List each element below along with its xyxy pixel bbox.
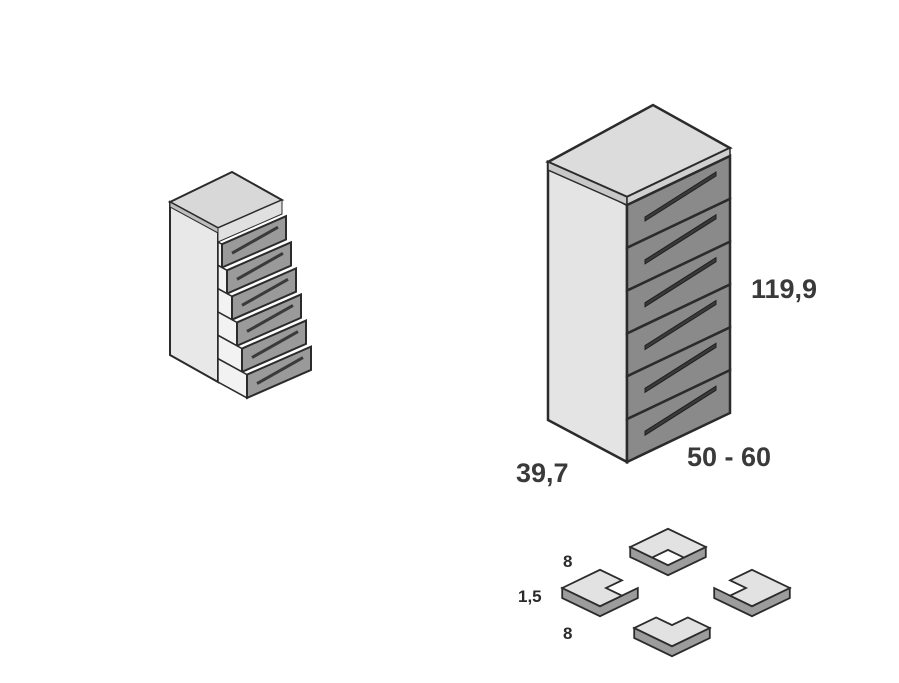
drawer-handle — [241, 278, 289, 307]
foot-top — [632, 616, 712, 648]
foot-size-top-label: 8 — [563, 552, 572, 571]
chest-large-side-panel — [546, 159, 629, 465]
drawer-handle — [644, 299, 717, 351]
chest-open-drawers-illustration — [167, 170, 312, 400]
height-dimension-label: 119,9 — [751, 274, 817, 304]
foot-top — [628, 527, 708, 559]
drawer-handle — [644, 213, 717, 265]
drawer-handle — [236, 251, 284, 281]
closed-drawers-group — [625, 154, 732, 464]
drawer-handle — [644, 256, 717, 308]
foot-side — [629, 545, 707, 577]
drawer-handle — [644, 171, 717, 222]
feet-detail-group — [560, 527, 792, 658]
foot-thickness-label: 1,5 — [518, 587, 542, 606]
chest-closed-illustration — [545, 103, 733, 465]
width-dimension-label: 50 - 60 — [687, 442, 771, 472]
foot-top — [728, 568, 792, 608]
drawer-handle — [246, 304, 294, 333]
open-drawers-group — [217, 214, 312, 400]
depth-dimension-label: 39,7 — [516, 458, 569, 488]
drawer-handle — [251, 330, 299, 359]
foot-top — [560, 568, 624, 608]
drawer-handle — [256, 356, 304, 385]
foot-size-bottom-label: 8 — [563, 624, 572, 643]
drawer-handle — [644, 342, 717, 394]
drawer-handle — [644, 385, 717, 437]
drawer-handle — [231, 225, 279, 255]
